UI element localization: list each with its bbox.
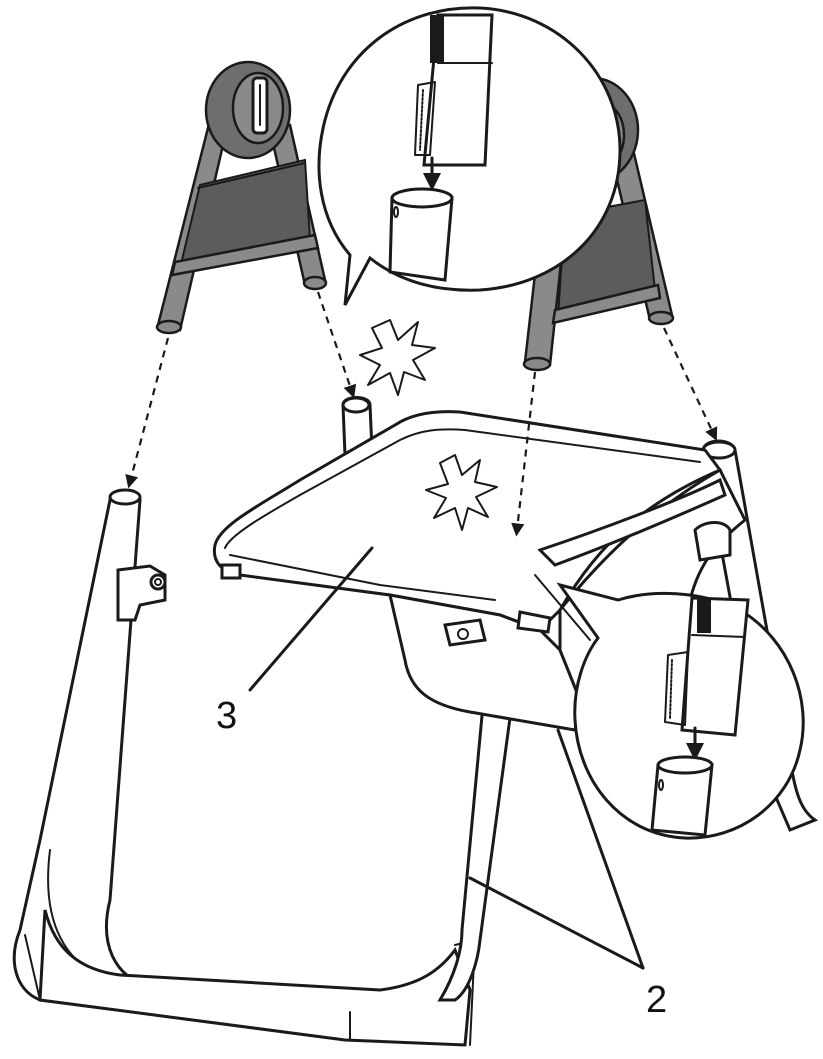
callout-2: 2 (468, 728, 667, 1021)
callout-label-3: 3 (216, 695, 237, 737)
arrow-right-front (511, 371, 537, 537)
arrow-right-rear (663, 327, 718, 441)
callout-label-2: 2 (646, 979, 667, 1021)
left-side-assembly (155, 60, 328, 335)
click-burst-upper (359, 319, 436, 396)
arrow-left-front (125, 337, 170, 489)
seat (212, 410, 747, 732)
callout-3: 3 (216, 546, 374, 737)
hinge-bracket (116, 564, 167, 622)
assembly-arrows (125, 291, 718, 537)
arrow-left-rear (316, 291, 357, 399)
base-foot-rail (38, 909, 472, 1047)
magnifier-top (317, 6, 622, 306)
seat-back-rail (537, 477, 727, 567)
magnifier-right (534, 574, 805, 840)
click-burst-lower (425, 454, 498, 531)
